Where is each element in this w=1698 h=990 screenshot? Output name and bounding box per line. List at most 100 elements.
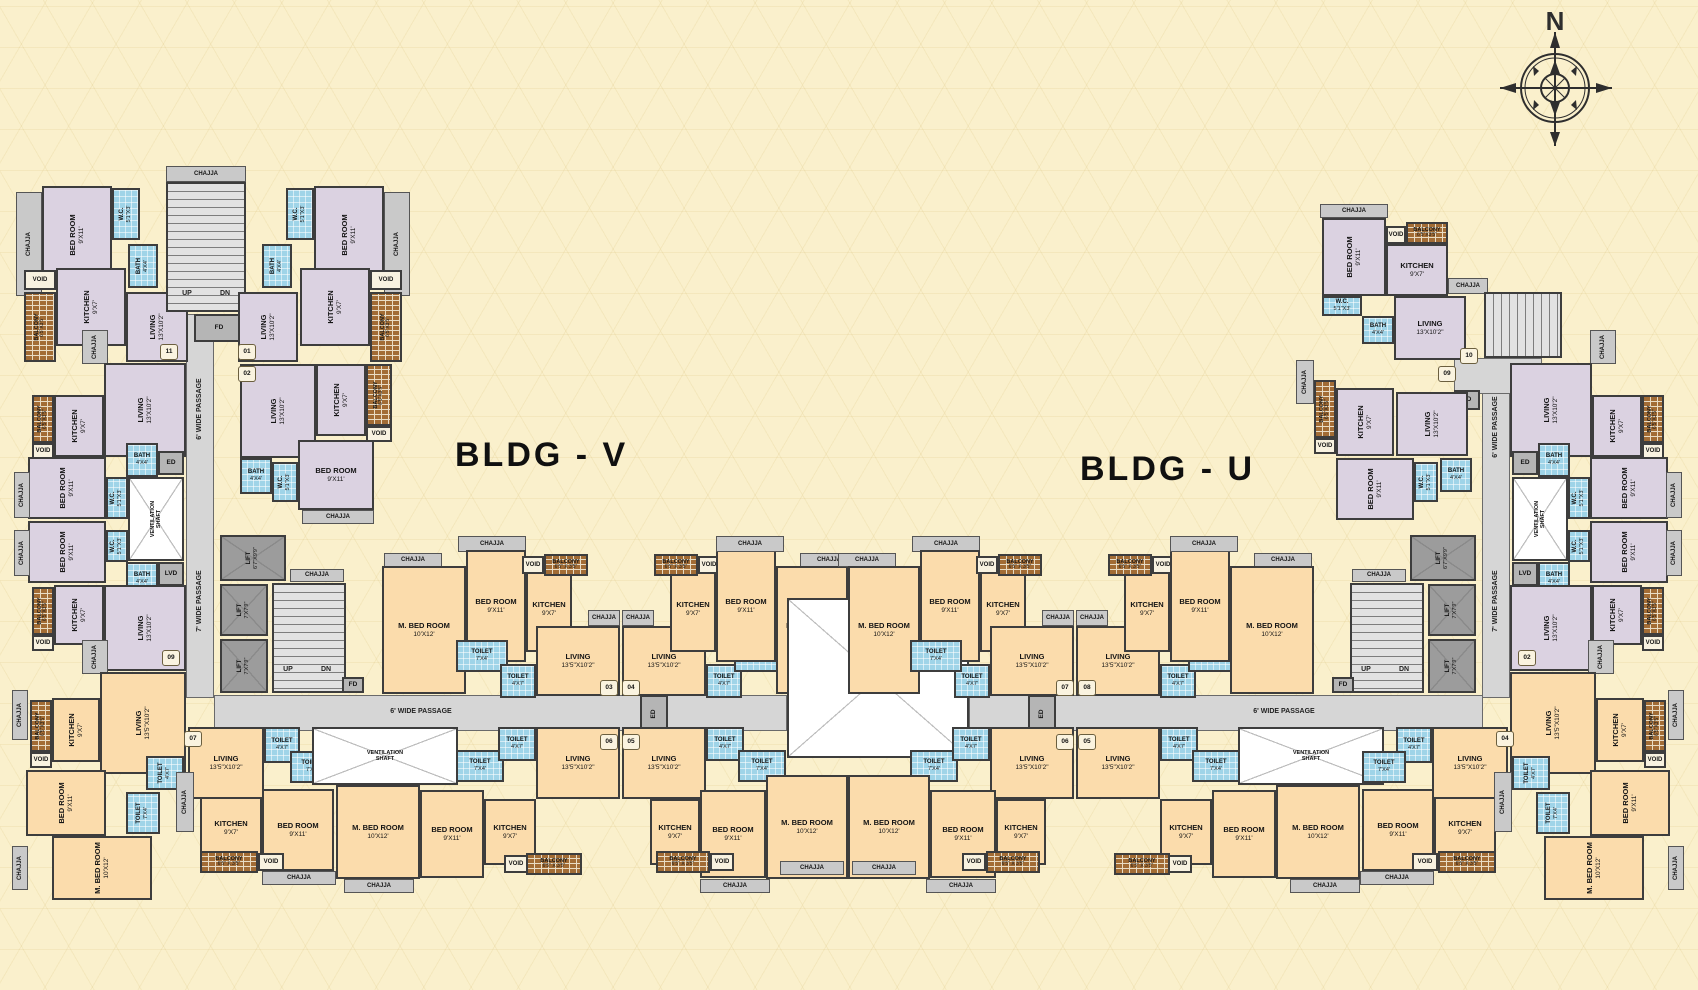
7-wide-passage-label: 7' WIDE PASSAGE (195, 570, 203, 632)
04-unit-badge: 04 (622, 680, 640, 696)
chajja-room: CHAJJA (1352, 569, 1406, 582)
08-unit-badge: 08 (1078, 680, 1096, 696)
chajja-room: CHAJJA (82, 640, 108, 674)
02-unit-badge: 02 (238, 366, 256, 382)
void-room: VOID (1642, 635, 1664, 651)
07-unit-badge: 07 (184, 731, 202, 747)
dn-label: DN (219, 289, 231, 297)
chajja-room: CHAJJA (852, 861, 916, 875)
chajja-room: CHAJJA (1494, 772, 1512, 832)
chajja-room: CHAJJA (1360, 871, 1434, 885)
chajja-room: CHAJJA (82, 330, 108, 364)
chajja-room: CHAJJA (176, 772, 194, 832)
compass-rose-icon: N (1500, 8, 1612, 146)
lvd-room: LVD (1512, 562, 1538, 586)
10-unit-badge: 10 (1460, 348, 1478, 364)
void-room: VOID (1386, 226, 1406, 244)
chajja-room: CHAJJA (1666, 530, 1682, 576)
void-room: VOID (1412, 853, 1438, 871)
building-u-title: BLDG - U (1080, 450, 1256, 488)
chajja-room: CHAJJA (780, 861, 844, 875)
building-v-title: BLDG - V (455, 436, 629, 474)
chajja-room: CHAJJA (1042, 610, 1074, 626)
fd-room: FD (1332, 677, 1354, 693)
11-unit-badge: 11 (160, 344, 178, 360)
06-unit-badge: 06 (600, 734, 618, 750)
void-room: VOID (366, 426, 392, 442)
03-unit-badge: 03 (600, 680, 618, 696)
chajja-room: CHAJJA (588, 610, 620, 626)
w-c-room: W.C.5'1"X3' (112, 188, 140, 240)
void-room: VOID (1644, 752, 1666, 768)
6-wide-passage-label: 6' WIDE PASSAGE (390, 707, 452, 715)
05-unit-badge: 05 (622, 734, 640, 750)
chajja-room: CHAJJA (1668, 846, 1684, 890)
void-room: VOID (258, 853, 284, 871)
w-c-room: W.C.5'1"X3' (1414, 462, 1438, 502)
chajja-room: CHAJJA (1666, 472, 1682, 518)
w-c-room: W.C.5'1"X3' (272, 462, 298, 502)
w-c-room: W.C.5'1"X3' (106, 477, 128, 519)
passage-horizontal-west (214, 695, 787, 731)
stairs-east-core (1350, 583, 1424, 693)
chajja-room: CHAJJA (290, 569, 344, 582)
w-c-room: W.C.5'1"X3' (1322, 296, 1362, 316)
chajja-room: CHAJJA (14, 472, 30, 518)
chajja-room: CHAJJA (1448, 278, 1488, 294)
void-room: VOID (976, 556, 998, 574)
compass-north-label: N (1546, 8, 1565, 36)
chajja-room: CHAJJA (1296, 360, 1314, 404)
chajja-room: CHAJJA (926, 879, 996, 893)
7-wide-passage-label: 7' WIDE PASSAGE (1491, 570, 1499, 632)
chajja-room: CHAJJA (14, 530, 30, 576)
lvd-room: LVD (158, 562, 184, 586)
stairs-west-wing (166, 182, 246, 312)
